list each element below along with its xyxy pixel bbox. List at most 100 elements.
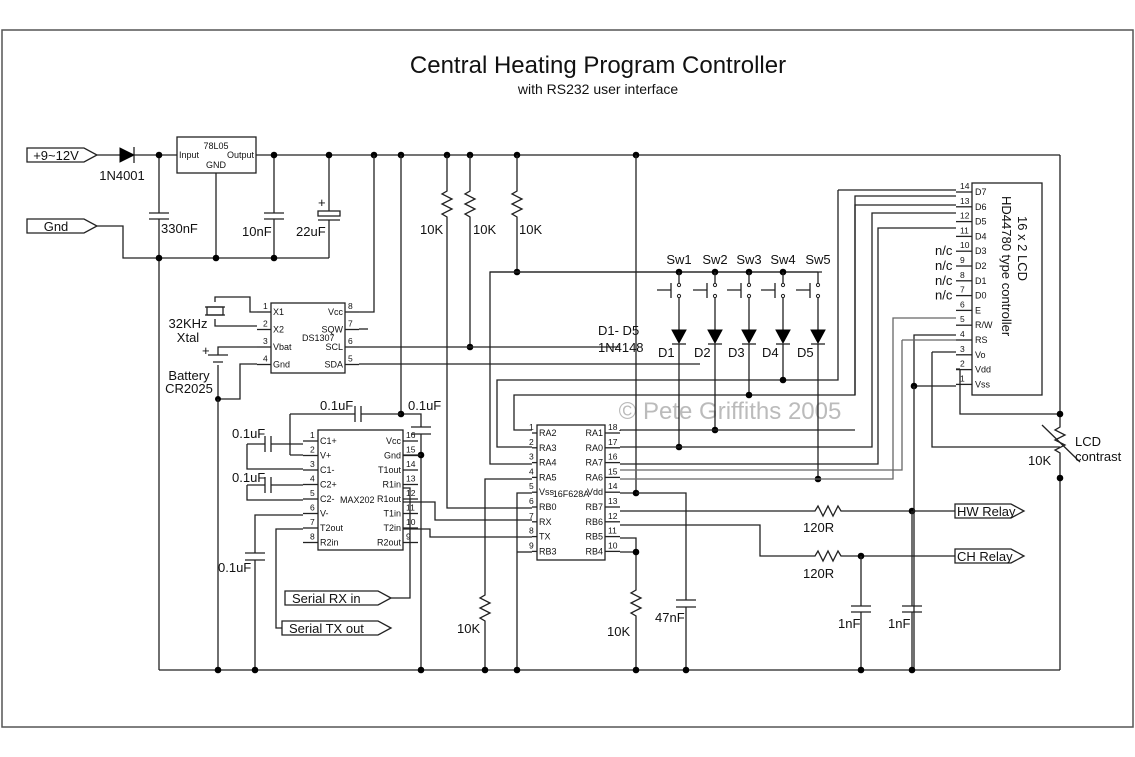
lcd-pin-14-number: 14 xyxy=(960,181,970,191)
pic-pin-14-label: Vdd xyxy=(587,487,603,497)
pic-pin-11-label: RB5 xyxy=(585,532,603,542)
xtal-label-2: Xtal xyxy=(177,330,200,345)
drawing-frame xyxy=(1,29,1134,728)
switch-4-label: Sw4 xyxy=(770,252,795,267)
diode-5-icon xyxy=(810,329,826,345)
switch-2-label: Sw2 xyxy=(702,252,727,267)
switch-1[interactable] xyxy=(657,272,682,330)
pic-pin-13-number: 13 xyxy=(608,496,618,506)
pic-pin-5-number: 5 xyxy=(529,481,534,491)
lcd-pin-d3-label: D3 xyxy=(975,246,987,256)
switch-1-label: Sw1 xyxy=(666,252,691,267)
cap-c1-label: 0.1uF xyxy=(320,398,353,413)
pullup-1-label: 10K xyxy=(420,222,443,237)
switch-5[interactable] xyxy=(796,272,821,330)
max202-pin-10-label: T2in xyxy=(383,523,401,533)
lcd-title: 16 x 2 LCD xyxy=(1015,216,1030,281)
max202-pin-14-number: 14 xyxy=(406,459,416,469)
pic-pin-15-number: 15 xyxy=(608,466,618,476)
switch-4[interactable] xyxy=(761,272,786,330)
pic-pin-16-label: RA7 xyxy=(585,458,603,468)
lcd-pin-7-number: 7 xyxy=(960,285,965,295)
pic-pin-3-number: 3 xyxy=(529,452,534,462)
lcd-nc-label: n/c xyxy=(935,273,953,288)
max202-pin-1-label: C1+ xyxy=(320,436,337,446)
lcd-pin-1-number: 1 xyxy=(960,373,965,383)
serial-tx-label: Serial TX out xyxy=(289,621,364,636)
rtc-pin-8-label: Vcc xyxy=(328,307,344,317)
regulator-gnd-label: GND xyxy=(206,160,227,170)
rtc-pin-8-number: 8 xyxy=(348,301,353,311)
max202-pin-9-number: 9 xyxy=(406,532,411,542)
ch-relay-port xyxy=(954,548,1026,564)
battery-label: Battery xyxy=(168,368,210,383)
cap-c2-label: 0.1uF xyxy=(232,426,265,441)
pot-label-2: contrast xyxy=(1075,449,1122,464)
pic-pin-9-label: RB3 xyxy=(539,546,557,556)
lcd-pin-9-number: 9 xyxy=(960,255,965,265)
rtc-pin-7-number: 7 xyxy=(348,319,353,329)
pic-pin-2-number: 2 xyxy=(529,437,534,447)
diode-3-label: D3 xyxy=(728,345,745,360)
rtc-pin-7-label: SQW xyxy=(322,325,344,335)
pic-pin-7-number: 7 xyxy=(529,511,534,521)
c-47nf-label: 47nF xyxy=(655,610,685,625)
max202-pin-7-label: T2out xyxy=(320,523,344,533)
regulator-name: 78L05 xyxy=(203,141,228,151)
regulator-output-label: Output xyxy=(227,150,255,160)
lcd-pin-d2-label: D2 xyxy=(975,261,987,271)
lcd-pin-d7-label: D7 xyxy=(975,187,987,197)
diode-1-label: D1 xyxy=(658,345,675,360)
switch-3-label: Sw3 xyxy=(736,252,761,267)
ground-junctions xyxy=(214,666,916,674)
lcd-pin-vo-label: Vo xyxy=(975,350,986,360)
lcd-pin-2-number: 2 xyxy=(960,359,965,369)
max202-pin-7-number: 7 xyxy=(310,517,315,527)
vin-port xyxy=(26,147,99,163)
cap-c3-label: 0.1uF xyxy=(232,470,265,485)
max202-pin-13-number: 13 xyxy=(406,474,416,484)
diode-1-icon xyxy=(671,329,687,345)
hw-relay-label: HW Relay xyxy=(957,504,1016,519)
rtc-pin-1-label: X1 xyxy=(273,307,284,317)
pic-pin-9-number: 9 xyxy=(529,540,534,550)
lcd-pin-d4-label: D4 xyxy=(975,231,987,241)
pic-pin-2-label: RA3 xyxy=(539,443,557,453)
lcd-pin-rs-label: RS xyxy=(975,335,988,345)
max202-pin-12-label: R1out xyxy=(377,494,402,504)
pic-pin-14-number: 14 xyxy=(608,481,618,491)
max202-pin-3-label: C1- xyxy=(320,465,335,475)
diode-1n4001-label: 1N4001 xyxy=(99,168,145,183)
lcd-pin-10-number: 10 xyxy=(960,240,970,250)
switch-3[interactable] xyxy=(727,272,752,330)
mcu-16f628a: 16F628A 1RA22RA33RA44RA55Vss6RB07RX8TX9R… xyxy=(457,155,1026,670)
lcd-pin-12-number: 12 xyxy=(960,211,970,221)
max202-pin-2-label: V+ xyxy=(320,451,331,461)
rtc-name: DS1307 xyxy=(302,333,335,343)
diode-2-icon xyxy=(707,329,723,345)
pic-pin-18-number: 18 xyxy=(608,422,618,432)
c-10nf-label: 10nF xyxy=(242,224,272,239)
switch-2[interactable] xyxy=(693,272,718,330)
lcd-pin-13-number: 13 xyxy=(960,196,970,206)
c-22uf-label: 22uF xyxy=(296,224,326,239)
pic-pin-1-number: 1 xyxy=(529,422,534,432)
pullup-3-label: 10K xyxy=(519,222,542,237)
max202-pin-5-label: C2- xyxy=(320,494,335,504)
lcd-pin-d6-label: D6 xyxy=(975,202,987,212)
serial-tx-port[interactable] xyxy=(281,620,393,636)
lcd-pin-vdd-label: Vdd xyxy=(975,365,991,375)
lcd-nc-label: n/c xyxy=(935,243,953,258)
c-330nf-label: 330nF xyxy=(161,221,198,236)
max202-pin-15-label: Gnd xyxy=(384,451,401,461)
hw-relay-port xyxy=(954,503,1026,519)
xtal-label: 32KHz xyxy=(168,316,207,331)
rs232-max202: MAX202 1C1+2V+3C1-4C2+5C2-6V-7T2out8R2in… xyxy=(218,155,532,670)
pic-pin-11-number: 11 xyxy=(608,526,617,536)
max202-pin-4-number: 4 xyxy=(310,474,315,484)
pic-pin-4-label: RA5 xyxy=(539,472,557,482)
pic-pin-13-label: RB7 xyxy=(585,502,603,512)
rtc-pin-5-number: 5 xyxy=(348,354,353,364)
cap-vminus-label: 0.1uF xyxy=(218,560,251,575)
serial-rx-port[interactable] xyxy=(284,590,393,606)
